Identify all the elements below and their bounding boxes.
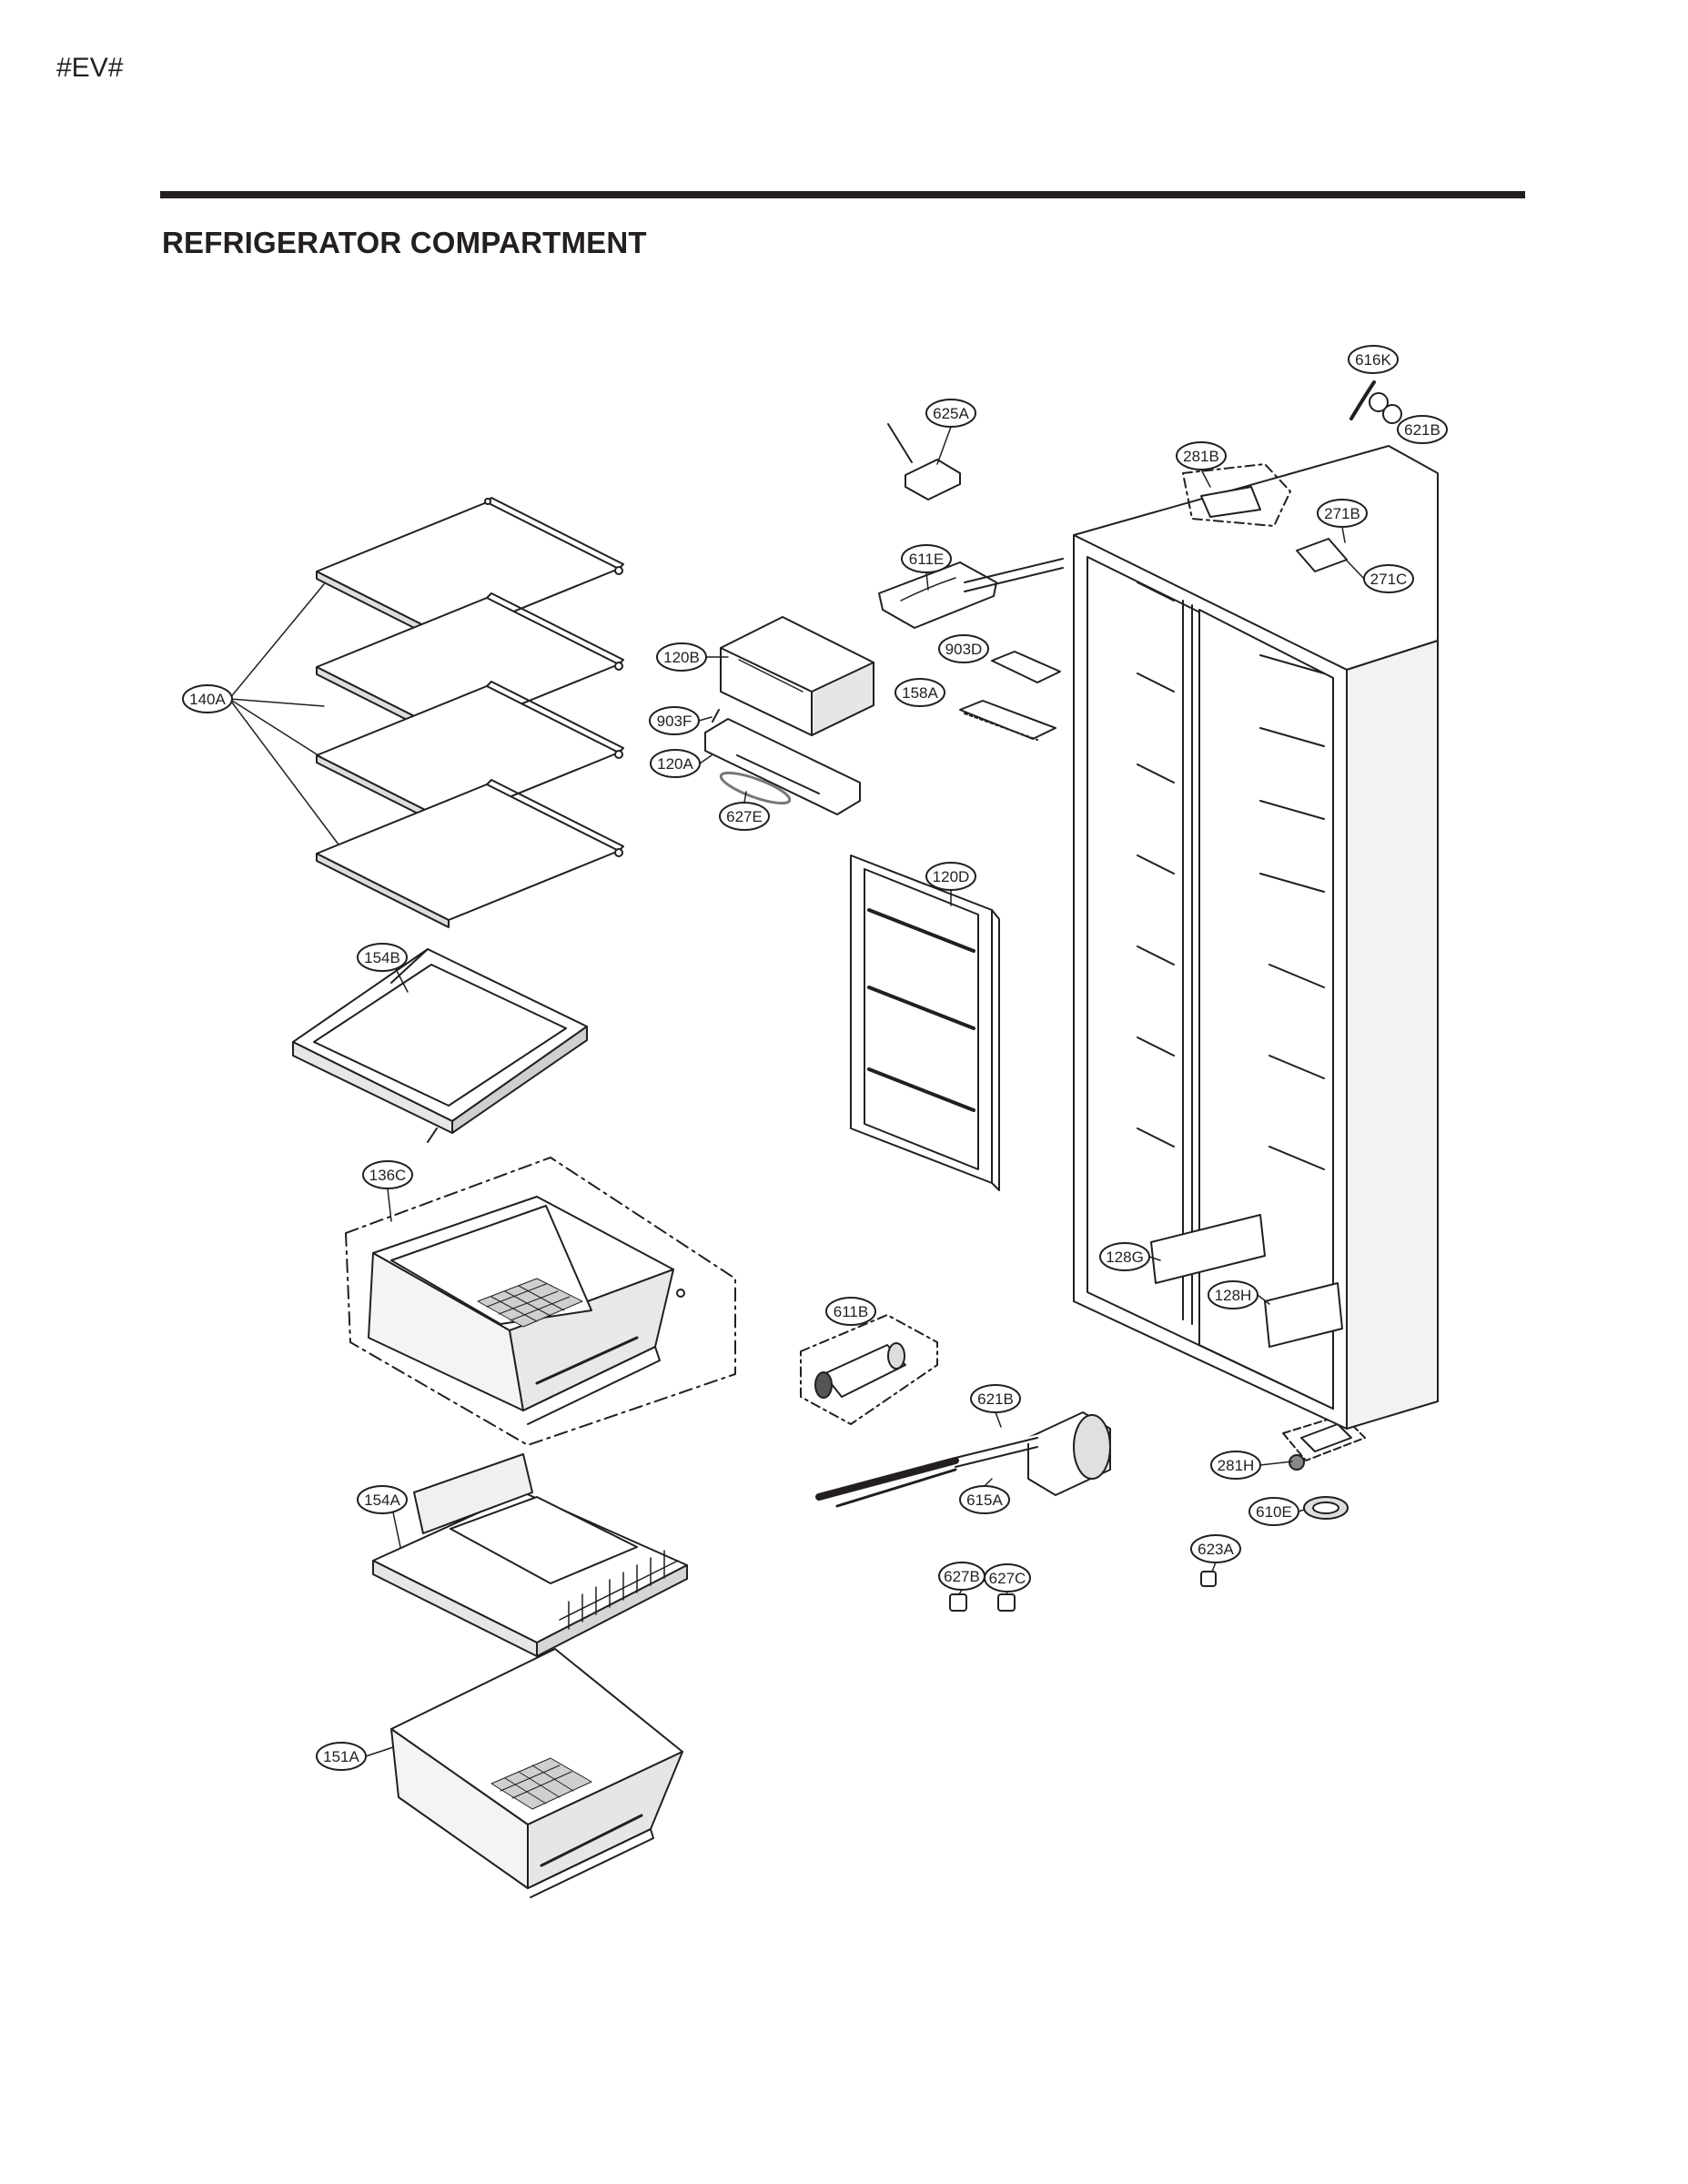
crisper-grid xyxy=(490,1757,592,1810)
callout-label: 625A xyxy=(933,405,969,422)
callout-label: 623A xyxy=(1198,1541,1234,1558)
callout-128G: 128G xyxy=(1099,1242,1150,1271)
callout-903F: 903F xyxy=(649,706,700,735)
clip-623A xyxy=(1200,1571,1217,1587)
seal-903D xyxy=(991,651,1061,683)
callout-621B-lower: 621B xyxy=(970,1384,1021,1413)
callout-611E: 611E xyxy=(901,544,952,573)
callout-label: 615A xyxy=(966,1491,1003,1509)
callout-label: 903F xyxy=(657,713,692,730)
callout-label: 611E xyxy=(909,551,944,568)
door-panel-120D xyxy=(850,854,1000,1191)
callout-616K: 616K xyxy=(1348,345,1399,374)
callout-label: 136C xyxy=(369,1167,407,1184)
callout-leaders xyxy=(365,426,1365,1757)
refrigerator-cabinet xyxy=(1073,380,1439,1430)
callout-label: 128G xyxy=(1106,1249,1144,1266)
shelf-ribs xyxy=(1137,581,1325,1170)
callout-120B: 120B xyxy=(656,642,707,672)
callout-label: 128H xyxy=(1215,1287,1252,1304)
valve-615A xyxy=(815,1411,1111,1508)
callout-label: 627B xyxy=(944,1568,980,1585)
drawer-rail xyxy=(559,1550,679,1630)
glass-shelf-stack xyxy=(228,497,624,928)
title-rule xyxy=(160,191,1525,198)
callout-610E: 610E xyxy=(1248,1497,1299,1526)
callout-627C: 627C xyxy=(984,1563,1031,1592)
callout-label: 154A xyxy=(364,1491,400,1509)
filter-611B xyxy=(800,1314,938,1425)
callout-label: 271B xyxy=(1324,505,1360,522)
callout-label: 621B xyxy=(1404,421,1440,439)
page-title: REFRIGERATOR COMPARTMENT xyxy=(162,226,647,259)
callout-label: 611B xyxy=(834,1303,868,1320)
vegetable-crisper xyxy=(390,1648,683,1898)
ice-bin-120B xyxy=(720,616,874,736)
callout-label: 151A xyxy=(323,1748,359,1765)
callout-label: 627E xyxy=(726,808,763,825)
callout-label: 610E xyxy=(1256,1503,1292,1521)
page-tag: #EV# xyxy=(56,53,124,83)
crisper-grid xyxy=(477,1278,583,1328)
sensor-625A xyxy=(887,423,961,500)
callout-627B: 627B xyxy=(938,1562,986,1591)
callout-label: 903D xyxy=(945,641,983,658)
cover-610E xyxy=(1303,1496,1349,1520)
callout-623A: 623A xyxy=(1190,1534,1241,1563)
callout-label: 616K xyxy=(1355,351,1391,369)
callout-621B: 621B xyxy=(1397,415,1448,444)
callout-281H: 281H xyxy=(1210,1451,1261,1480)
callout-120D: 120D xyxy=(925,862,976,891)
callout-label: 140A xyxy=(189,691,226,708)
callout-label: 621B xyxy=(977,1390,1014,1408)
leader-lines xyxy=(228,583,339,845)
shelf-frame xyxy=(292,948,588,1143)
callout-140A: 140A xyxy=(182,684,233,713)
callout-label: 271C xyxy=(1370,571,1408,588)
callout-154B: 154B xyxy=(357,943,408,972)
cover-158A xyxy=(959,700,1056,741)
tube-assembly-611E xyxy=(878,558,1064,629)
clip-627B xyxy=(949,1593,967,1612)
glass-shelf xyxy=(316,779,624,928)
callout-label: 281H xyxy=(1218,1457,1255,1474)
callout-271B: 271B xyxy=(1317,499,1368,528)
callout-151A: 151A xyxy=(316,1742,367,1771)
callout-label: 158A xyxy=(902,684,938,702)
callout-label: 627C xyxy=(989,1570,1026,1587)
shelf-drawer xyxy=(372,1453,688,1657)
callout-615A: 615A xyxy=(959,1485,1010,1514)
callout-271C: 271C xyxy=(1363,564,1414,593)
crisper-assembly xyxy=(345,1157,736,1446)
callout-158A: 158A xyxy=(895,678,945,707)
callout-903D: 903D xyxy=(938,634,989,663)
callout-136C: 136C xyxy=(362,1160,413,1189)
bracket-120A xyxy=(704,709,861,815)
callout-label: 120A xyxy=(657,755,693,773)
callout-128H: 128H xyxy=(1208,1280,1258,1309)
callout-625A: 625A xyxy=(925,399,976,428)
callout-611B: 611B xyxy=(825,1297,876,1326)
callout-154A: 154A xyxy=(357,1485,408,1514)
callout-281B: 281B xyxy=(1176,441,1227,470)
callout-label: 281B xyxy=(1183,448,1219,465)
callout-label: 120B xyxy=(663,649,700,666)
clip-627C xyxy=(997,1593,1016,1612)
callout-label: 154B xyxy=(364,949,400,966)
callout-120A: 120A xyxy=(650,749,701,778)
callout-627E: 627E xyxy=(719,802,770,831)
callout-label: 120D xyxy=(933,868,970,885)
